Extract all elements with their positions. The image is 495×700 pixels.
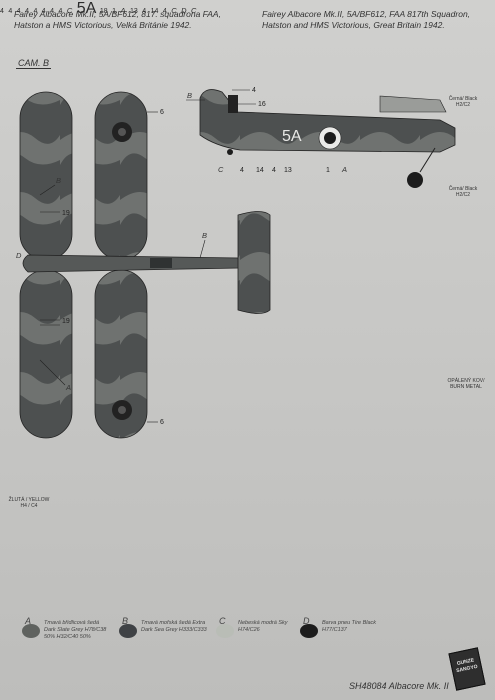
svg-text:13: 13 (284, 167, 292, 174)
callout-c-bottom: C (66, 6, 73, 15)
callout-b-side-top: B (187, 91, 192, 100)
svg-text:4: 4 (272, 167, 276, 174)
note-bare-metal: OPÁLENÝ KOV/ BURN METAL (447, 378, 485, 390)
fuselage-side-top (199, 89, 456, 153)
caption-english: Fairey Albacore Mk.II, 5A/BF612, FAA 817… (262, 9, 471, 30)
note-black-top: Černá/ Black H2/C2 (448, 96, 478, 108)
lower-wing-view-1: 4 4 4 4 4 4 4 4 C (0, 0, 77, 17)
svg-text:1: 1 (326, 167, 330, 174)
note-yellow: ŽLUTÁ / YELLOW H4 / C4 (8, 497, 50, 509)
legend-item-d: D Barva pneu Tire Black H77/C137 (300, 616, 390, 664)
tailplane-bottom: 4 4 4 4 4 4 4 4 C (0, 6, 73, 15)
tailplane-top (237, 211, 271, 314)
camouflage-label: CAM. B (16, 58, 52, 69)
legend-item-b: B Tmavá mořská šedá Extra Dark Sea Grey … (119, 616, 209, 664)
legend-item-c: C Nebeská modrá Sky H74/C26 (216, 616, 306, 664)
fuselage-top (22, 254, 251, 273)
callout-d-top: D (16, 251, 22, 260)
note-black-bottom: Černá/ Black H2/C2 (448, 186, 478, 198)
svg-text:A: A (341, 165, 347, 174)
top-view: 6 6 B 19 19 A B D (16, 91, 271, 439)
bottom-view: 4 4 4 4 4 4 4 4 C (0, 0, 77, 17)
callout-6b: 6 (160, 419, 164, 426)
aircraft-code-side-top: 5A (282, 128, 302, 145)
svg-text:4: 4 (240, 167, 244, 174)
callout-b-tail: B (202, 231, 207, 240)
caption-czech: Fairey Albacore Mk.II, 5A/BF612, 817. sq… (14, 9, 221, 30)
aircraft-code-side-bottom: 5A (76, 0, 96, 17)
svg-text:14: 14 (256, 167, 264, 174)
canopy-top (379, 95, 447, 113)
lower-wing-view-2: 4 4 4 4 4 4 4 4 C (0, 0, 77, 17)
yellow-marking: 18 1 A 13 4 14 4 C D C (100, 0, 196, 17)
side-view-right: 5A 4 16 B C 4 14 4 13 1 A (186, 87, 456, 188)
callout-a-top: A (65, 383, 71, 392)
callout-16-side-top: 16 (258, 101, 266, 108)
upper-wing-left (19, 91, 73, 261)
product-code-footer: SH48084 Albacore Mk. II (349, 681, 449, 691)
callout-19a: 19 (62, 210, 70, 217)
callout-b-top: B (56, 176, 61, 185)
canopy-bottom: 5A 18 1 A 13 4 14 4 C D C (77, 0, 197, 17)
fuselage-bottom: 4 4 4 4 4 4 4 4 C (0, 0, 77, 17)
callout-4-side-top: 4 (252, 87, 256, 94)
callout-19b: 19 (62, 318, 70, 325)
color-legend: A Tmavá břidlicová šedá Dark Slate Grey … (22, 616, 412, 664)
roundel-side-bottom: 18 1 A 13 4 14 4 C D C (100, 0, 196, 17)
callout-6a: 6 (160, 109, 164, 116)
upper-wing-right (94, 91, 148, 261)
wheel-side-top (407, 172, 423, 188)
wheel-side-bottom: 18 1 A 13 4 14 4 C D C (99, 6, 197, 15)
lower-wing-left (19, 269, 73, 439)
fuselage-side-bottom: 5A 18 1 A 13 4 14 4 C D C (77, 0, 197, 17)
callout-c-side-top: C (218, 165, 224, 174)
side-view-left: 5A 18 1 A 13 4 14 4 C D C (77, 0, 197, 17)
legend-item-a: A Tmavá břidlicová šedá Dark Slate Grey … (22, 616, 112, 664)
